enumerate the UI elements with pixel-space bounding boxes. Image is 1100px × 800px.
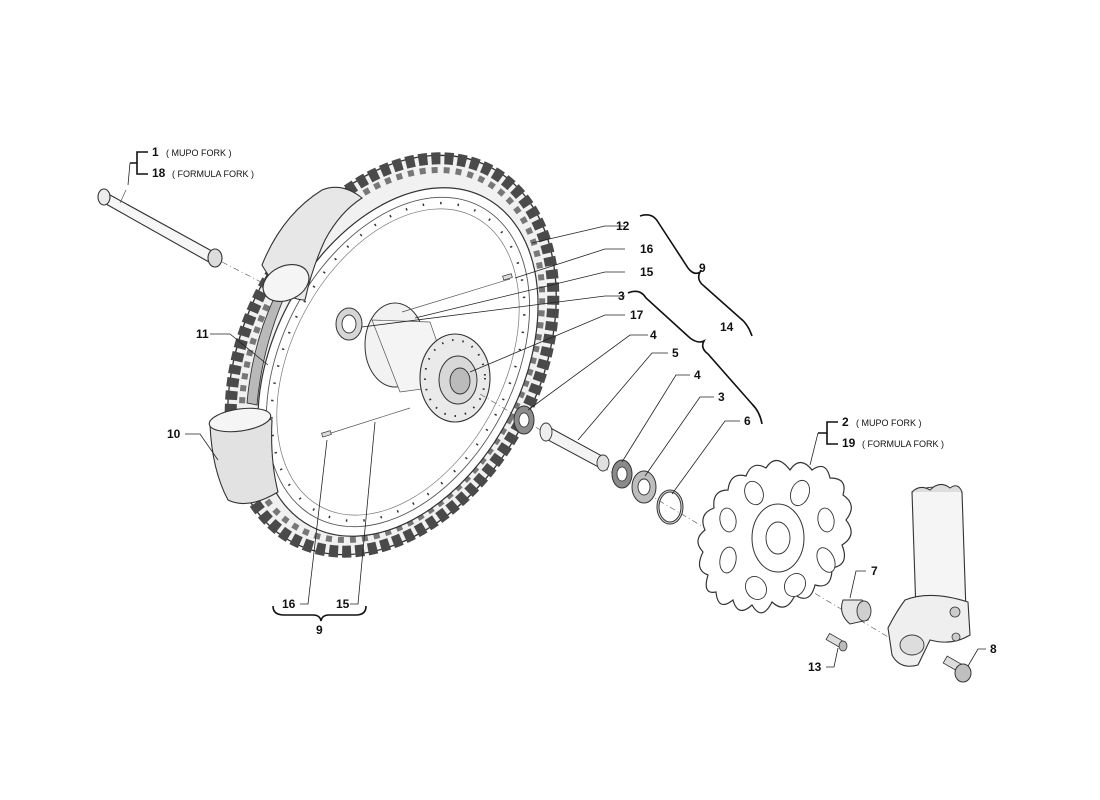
spacer-7 xyxy=(841,599,872,625)
label-part-2: 2 xyxy=(842,415,849,429)
rim-spoke-holes xyxy=(270,201,526,523)
label-part-15-bottom: 15 xyxy=(336,597,350,611)
label-part-1: 1 xyxy=(152,145,159,159)
label-part-18: 18 xyxy=(152,166,166,180)
label-part-3-bottom: 3 xyxy=(718,390,725,404)
label-part-17: 17 xyxy=(630,308,644,322)
label-part-18-note: ( FORMULA FORK ) xyxy=(172,169,254,179)
label-part-2-note: ( MUPO FORK ) xyxy=(856,418,922,428)
brace-9-bottom xyxy=(272,605,367,622)
label-part-16-top: 16 xyxy=(640,242,654,256)
label-part-9-bottom: 9 xyxy=(316,623,323,637)
label-part-12: 12 xyxy=(616,219,630,233)
circlip-6 xyxy=(656,489,684,525)
spacer-washer-4a xyxy=(513,405,535,435)
label-part-3-top: 3 xyxy=(618,289,625,303)
spacer-tube-5 xyxy=(539,422,610,472)
pinch-bolt-8 xyxy=(942,655,972,683)
spokes xyxy=(321,273,513,438)
label-part-9-top: 9 xyxy=(699,261,706,275)
washer-4b xyxy=(611,459,633,489)
label-part-13: 13 xyxy=(808,660,822,674)
label-part-15-top: 15 xyxy=(640,265,654,279)
label-part-5: 5 xyxy=(672,346,679,360)
bracket-1-18 xyxy=(130,151,148,175)
label-part-1-note: ( MUPO FORK ) xyxy=(166,148,232,158)
fork-leg xyxy=(887,484,971,667)
label-part-7: 7 xyxy=(871,564,878,578)
hub xyxy=(364,302,491,423)
brake-disc xyxy=(697,459,852,614)
label-part-10: 10 xyxy=(167,427,181,441)
label-part-8: 8 xyxy=(990,642,997,656)
brace-9-top xyxy=(639,214,753,337)
axle xyxy=(97,188,223,268)
label-part-11: 11 xyxy=(196,327,209,341)
label-part-19-note: ( FORMULA FORK ) xyxy=(862,439,944,449)
label-part-4-top: 4 xyxy=(650,328,657,342)
label-part-14: 14 xyxy=(720,320,734,334)
bearing-3b xyxy=(631,470,657,504)
hub-bearing-left xyxy=(335,307,363,341)
label-part-6: 6 xyxy=(744,414,751,428)
brace-14 xyxy=(627,290,763,425)
label-part-4-bottom: 4 xyxy=(694,368,701,382)
wheel-assembly xyxy=(208,152,560,558)
leader-lines xyxy=(127,162,986,668)
label-part-19: 19 xyxy=(842,436,856,450)
disc-bolt-13 xyxy=(825,632,848,652)
bracket-2-19 xyxy=(818,421,838,445)
rim-strip xyxy=(246,295,284,406)
label-part-16-bottom: 16 xyxy=(282,597,296,611)
